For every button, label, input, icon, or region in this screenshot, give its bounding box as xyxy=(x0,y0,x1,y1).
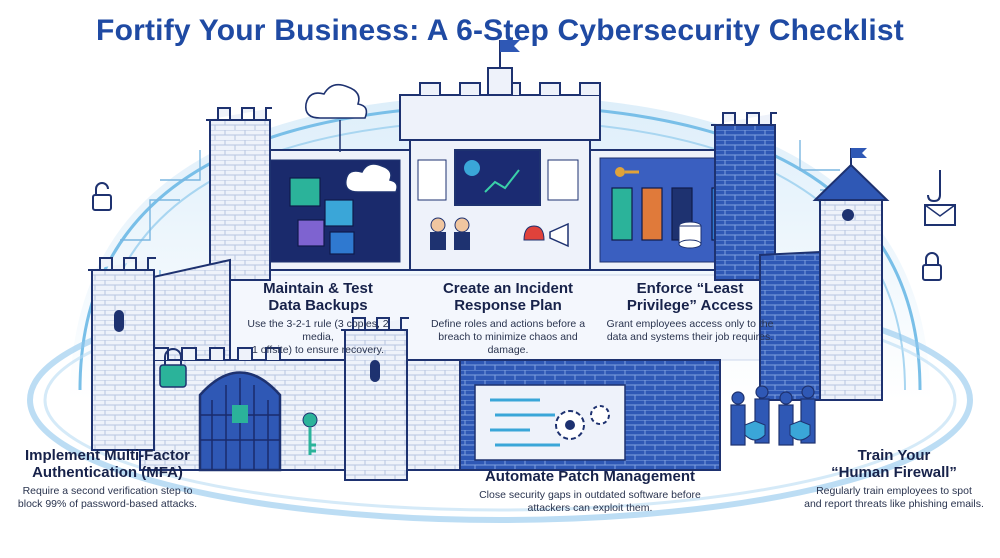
megaphone-icon xyxy=(549,222,569,248)
key-icon xyxy=(615,167,639,177)
cloud-icon xyxy=(345,163,398,193)
shield-icon xyxy=(744,420,811,441)
step-backups-description: Use the 3-2-1 rule (3 copies, 2 media,1 … xyxy=(247,318,389,356)
tower-front-center-left xyxy=(341,317,409,481)
padlock-icon xyxy=(92,182,112,211)
fishing-hook-icon xyxy=(927,170,941,203)
tower-back-left xyxy=(206,107,272,281)
tower-right xyxy=(812,148,890,401)
cloud-icon xyxy=(304,83,368,152)
database-icon xyxy=(678,221,702,249)
padlock-icon xyxy=(159,348,187,388)
email-icon xyxy=(924,204,956,226)
step-patch-description: Close security gaps in outdated software… xyxy=(479,489,701,514)
data-cubes xyxy=(289,177,355,255)
gear-icon xyxy=(555,405,610,440)
responders xyxy=(430,217,470,250)
padlock-icon xyxy=(922,252,942,281)
step-human-firewall: Train Your“Human Firewall” Regularly tra… xyxy=(788,447,1000,511)
key-icon xyxy=(302,412,318,455)
castle-gate xyxy=(198,371,282,472)
step-human-firewall-heading: Train Your“Human Firewall” xyxy=(831,447,957,481)
alarm-icon xyxy=(523,225,545,241)
tower-front-left xyxy=(88,257,156,451)
step-patch: Automate Patch Management Close security… xyxy=(465,468,715,515)
step-patch-heading: Automate Patch Management xyxy=(484,468,696,485)
incident-screen xyxy=(417,149,579,206)
center-tower xyxy=(399,67,601,141)
flag-icon xyxy=(499,40,520,68)
